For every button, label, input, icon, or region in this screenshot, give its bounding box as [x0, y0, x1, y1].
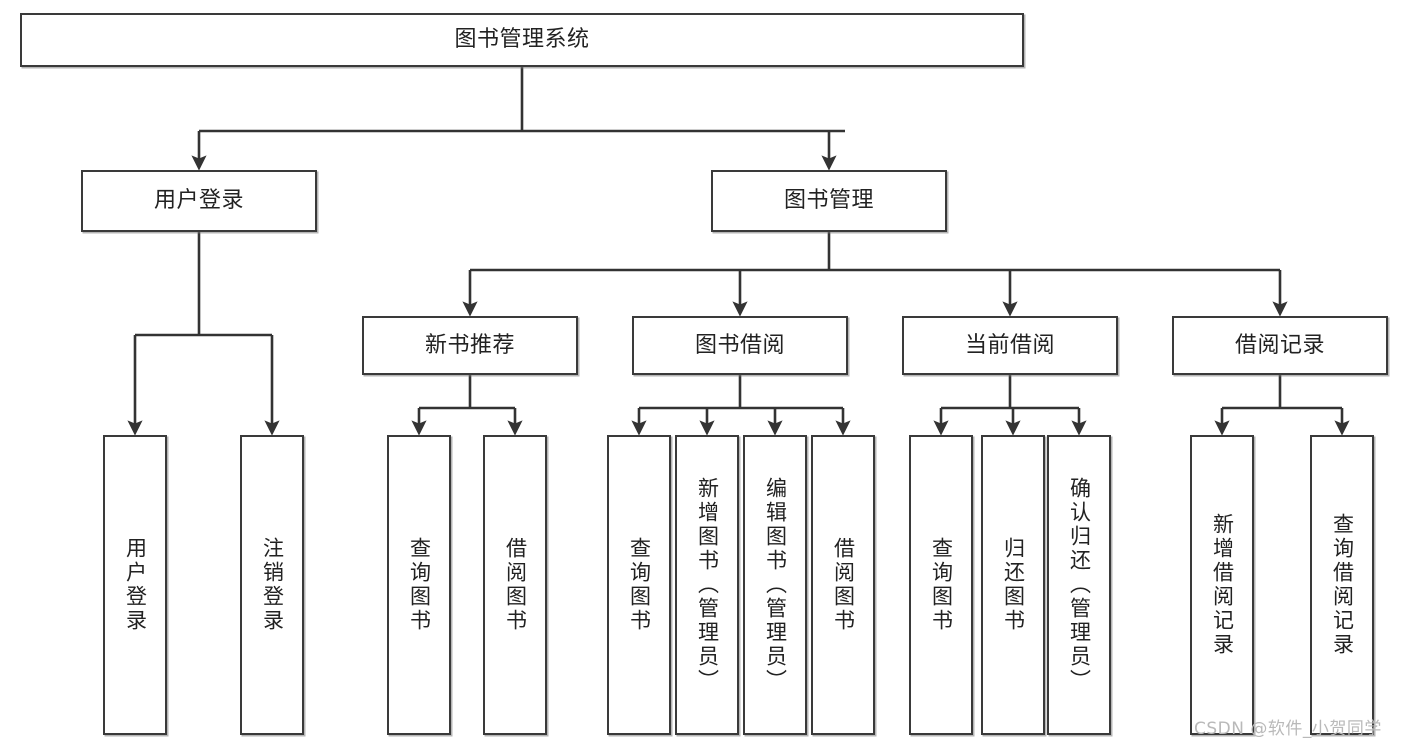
node-book-borrow-label: 图书借阅: [694, 332, 785, 358]
leaf-current-borrow-2[interactable]: 归还图书: [981, 435, 1045, 735]
node-current-borrow-label: 当前借阅: [964, 332, 1055, 358]
node-borrow-record-label: 借阅记录: [1234, 332, 1325, 358]
leaf-borrow-record-2-label: 查询借阅记录: [1330, 513, 1355, 657]
node-root-label: 图书管理系统: [454, 27, 590, 53]
leaf-borrow-record-1-label: 新增借阅记录: [1210, 513, 1235, 657]
leaf-current-borrow-1-label: 查询图书: [929, 537, 954, 633]
node-book-manage[interactable]: 图书管理: [711, 170, 947, 232]
leaf-user-login-1[interactable]: 用户登录: [103, 435, 167, 735]
leaf-current-borrow-3[interactable]: 确认归还（管理员）: [1047, 435, 1111, 735]
leaf-user-login-1-label: 用户登录: [123, 537, 148, 633]
leaf-new-book-1-label: 查询图书: [407, 537, 432, 633]
node-new-book-recommend[interactable]: 新书推荐: [362, 316, 578, 375]
leaf-new-book-2[interactable]: 借阅图书: [483, 435, 547, 735]
leaf-user-login-2[interactable]: 注销登录: [240, 435, 304, 735]
node-book-manage-label: 图书管理: [783, 188, 874, 214]
leaf-current-borrow-3-label: 确认归还（管理员）: [1067, 477, 1092, 693]
node-borrow-record[interactable]: 借阅记录: [1172, 316, 1388, 375]
leaf-book-borrow-3-label: 编辑图书（管理员）: [763, 477, 788, 693]
leaf-book-borrow-3[interactable]: 编辑图书（管理员）: [743, 435, 807, 735]
leaf-new-book-2-label: 借阅图书: [503, 537, 528, 633]
csdn-watermark: CSDN @软件_小贺同学: [1194, 719, 1382, 739]
leaf-book-borrow-1-label: 查询图书: [627, 537, 652, 633]
node-new-book-recommend-label: 新书推荐: [424, 332, 515, 358]
node-root[interactable]: 图书管理系统: [20, 13, 1024, 67]
leaf-current-borrow-1[interactable]: 查询图书: [909, 435, 973, 735]
node-user-login-label: 用户登录: [153, 188, 244, 214]
leaf-borrow-record-2[interactable]: 查询借阅记录: [1310, 435, 1374, 735]
node-book-borrow[interactable]: 图书借阅: [632, 316, 848, 375]
leaf-borrow-record-1[interactable]: 新增借阅记录: [1190, 435, 1254, 735]
leaf-new-book-1[interactable]: 查询图书: [387, 435, 451, 735]
leaf-book-borrow-2[interactable]: 新增图书（管理员）: [675, 435, 739, 735]
leaf-book-borrow-4[interactable]: 借阅图书: [811, 435, 875, 735]
leaf-current-borrow-2-label: 归还图书: [1001, 537, 1026, 633]
node-user-login[interactable]: 用户登录: [81, 170, 317, 232]
node-current-borrow[interactable]: 当前借阅: [902, 316, 1118, 375]
leaf-book-borrow-1[interactable]: 查询图书: [607, 435, 671, 735]
leaf-user-login-2-label: 注销登录: [260, 537, 285, 633]
leaf-book-borrow-4-label: 借阅图书: [831, 537, 856, 633]
leaf-book-borrow-2-label: 新增图书（管理员）: [695, 477, 720, 693]
